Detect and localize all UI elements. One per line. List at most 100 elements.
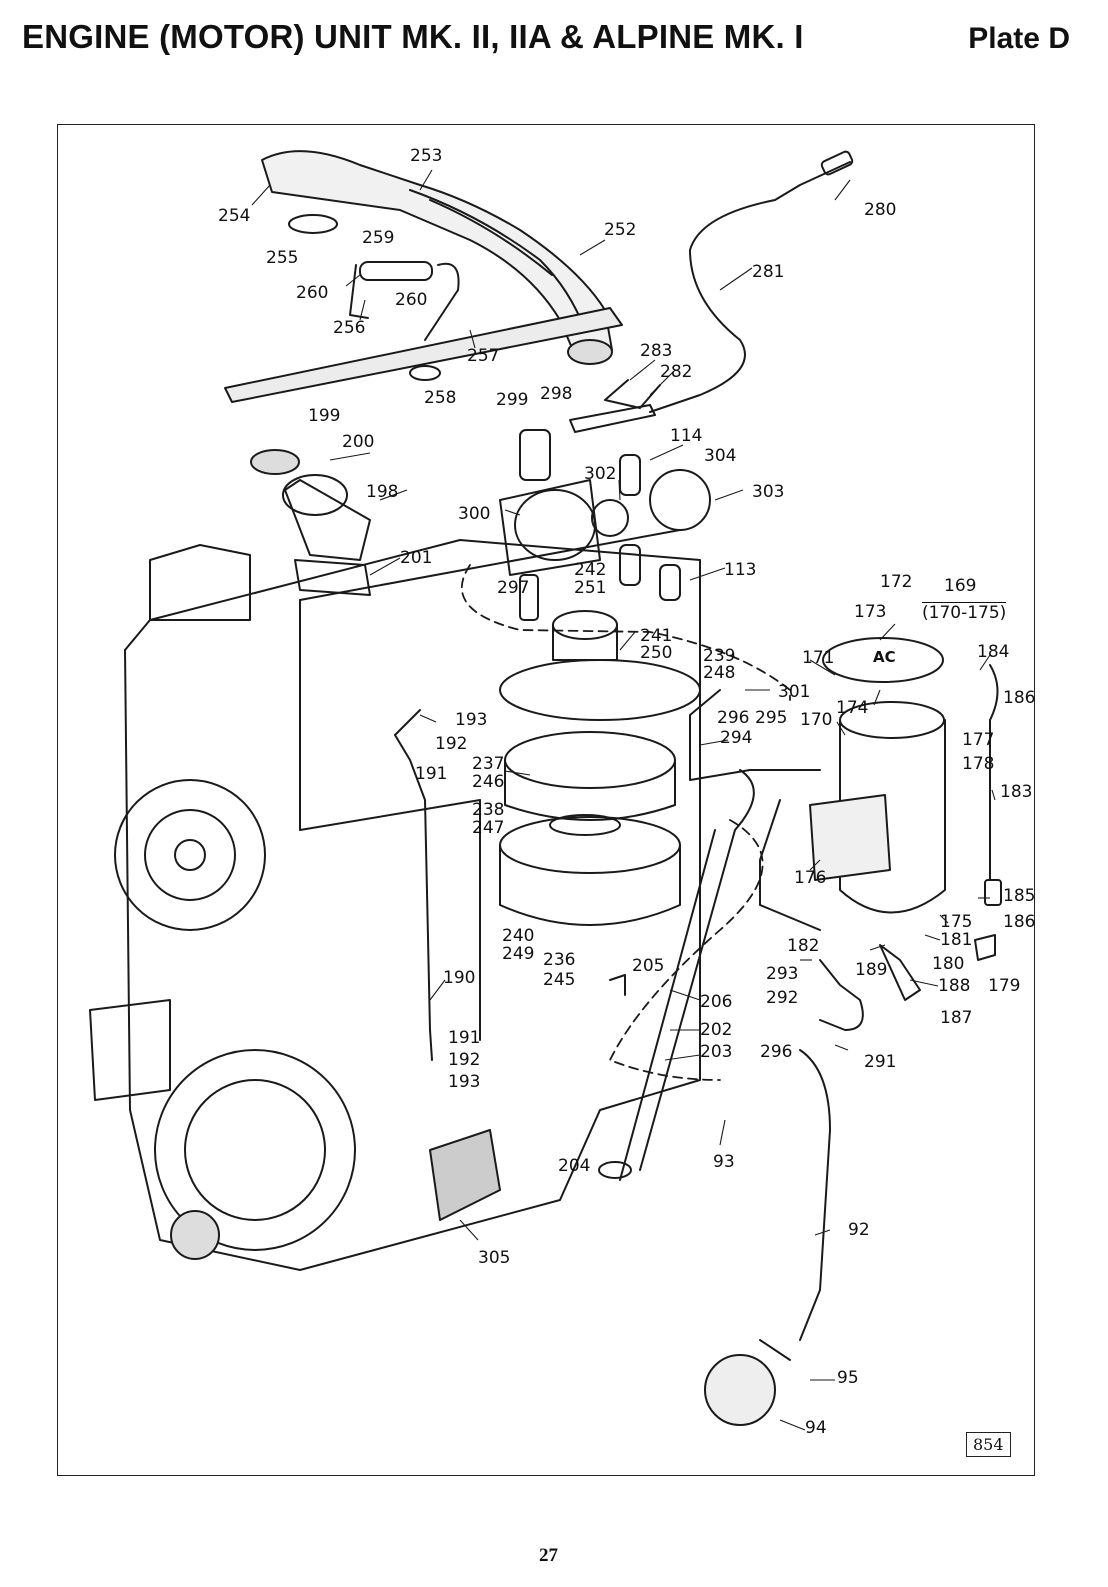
dipstick [598, 769, 755, 1181]
callout-237: 237 [472, 754, 505, 774]
callout-238: 238 [472, 800, 505, 820]
callout-191-bottom: 191 [448, 1028, 481, 1048]
callout-174: 174 [836, 698, 869, 718]
callout-200: 200 [342, 432, 375, 452]
callout-172: 172 [880, 572, 913, 592]
callout-239: 239 [703, 646, 736, 666]
callout-94: 94 [805, 1418, 827, 1438]
callout-170: 170 [800, 710, 833, 730]
callout-254: 254 [218, 206, 251, 226]
callout-256: 256 [333, 318, 366, 338]
plate-label: Plate D [968, 22, 1070, 55]
callout-291: 291 [864, 1052, 897, 1072]
leader-lines [251, 169, 996, 1431]
air-cleaner [499, 610, 701, 926]
intake-bracket [224, 214, 623, 403]
callout-296-bottom: 296 [760, 1042, 793, 1062]
callout-95: 95 [837, 1368, 859, 1388]
callout-302: 302 [584, 464, 617, 484]
callout-304: 304 [704, 446, 737, 466]
callout-198: 198 [366, 482, 399, 502]
callout-193-bottom: 193 [448, 1072, 481, 1092]
callout-114: 114 [670, 426, 703, 446]
callout-169: 169 [944, 576, 977, 596]
callout-292: 292 [766, 988, 799, 1008]
callout-192-bottom: 192 [448, 1050, 481, 1070]
callout-240: 240 [502, 926, 535, 946]
dashed-oil-path [460, 564, 791, 1081]
page-number: 27 [539, 1545, 558, 1566]
callout-293: 293 [766, 964, 799, 984]
callout-181: 181 [940, 930, 973, 950]
callout-258: 258 [424, 388, 457, 408]
callout-296-top: 296 [717, 708, 750, 728]
callout-251: 251 [574, 578, 607, 598]
pipes [394, 689, 864, 1426]
reference-number-box: 854 [966, 1432, 1011, 1457]
callout-179: 179 [988, 976, 1021, 996]
callout-113: 113 [724, 560, 757, 580]
callout-186-bottom: 186 [1003, 912, 1036, 932]
callout-171: 171 [802, 648, 835, 668]
callout-282: 282 [660, 362, 693, 382]
callout-183: 183 [1000, 782, 1033, 802]
callout-199: 199 [308, 406, 341, 426]
callout-191-top: 191 [415, 764, 448, 784]
callout-255: 255 [266, 248, 299, 268]
plate-title: ENGINE (MOTOR) UNIT MK. II, IIA & ALPINE… [22, 18, 804, 55]
oil-filter [809, 637, 1002, 1001]
callout-280: 280 [864, 200, 897, 220]
callout-206: 206 [700, 992, 733, 1012]
oil-filler [250, 449, 371, 596]
callout-180: 180 [932, 954, 965, 974]
callout-259: 259 [362, 228, 395, 248]
callout-283: 283 [640, 341, 673, 361]
callout-249: 249 [502, 944, 535, 964]
callout-205: 205 [632, 956, 665, 976]
callout-236: 236 [543, 950, 576, 970]
callout-189: 189 [855, 960, 888, 980]
callout-257: 257 [467, 346, 500, 366]
callout-260-b: 260 [395, 290, 428, 310]
callout-184: 184 [977, 642, 1010, 662]
callout-192-top: 192 [435, 734, 468, 754]
callout-188: 188 [938, 976, 971, 996]
control-cable [569, 150, 854, 433]
callout-193-top: 193 [455, 710, 488, 730]
callout-260-a: 260 [296, 283, 329, 303]
callout-300: 300 [458, 504, 491, 524]
callout-175: 175 [940, 912, 973, 932]
callout-303: 303 [752, 482, 785, 502]
callout-187: 187 [940, 1008, 973, 1028]
callout-252: 252 [604, 220, 637, 240]
diagram-frame [57, 124, 1035, 1476]
callout-177: 177 [962, 730, 995, 750]
callout-301: 301 [778, 682, 811, 702]
callout-185: 185 [1003, 886, 1036, 906]
callout-182: 182 [787, 936, 820, 956]
callout-242: 242 [574, 560, 607, 580]
callout-298: 298 [540, 384, 573, 404]
callout-248: 248 [703, 663, 736, 683]
callout-250: 250 [640, 643, 673, 663]
callout-173: 173 [854, 602, 887, 622]
engine-block [89, 529, 701, 1271]
callout-297: 297 [497, 578, 530, 598]
callout-295: 295 [755, 708, 788, 728]
callout-245: 245 [543, 970, 576, 990]
callout-92: 92 [848, 1220, 870, 1240]
callout-247: 247 [472, 818, 505, 838]
callout-204: 204 [558, 1156, 591, 1176]
callout-246: 246 [472, 772, 505, 792]
callout-178: 178 [962, 754, 995, 774]
callout-190: 190 [443, 968, 476, 988]
callout-203: 203 [700, 1042, 733, 1062]
callout-202: 202 [700, 1020, 733, 1040]
callout-93: 93 [713, 1152, 735, 1172]
callout-186-top: 186 [1003, 688, 1036, 708]
callout-299: 299 [496, 390, 529, 410]
callout-169-range: (170-175) [922, 602, 1007, 623]
callout-281: 281 [752, 262, 785, 282]
callout-253: 253 [410, 146, 443, 166]
